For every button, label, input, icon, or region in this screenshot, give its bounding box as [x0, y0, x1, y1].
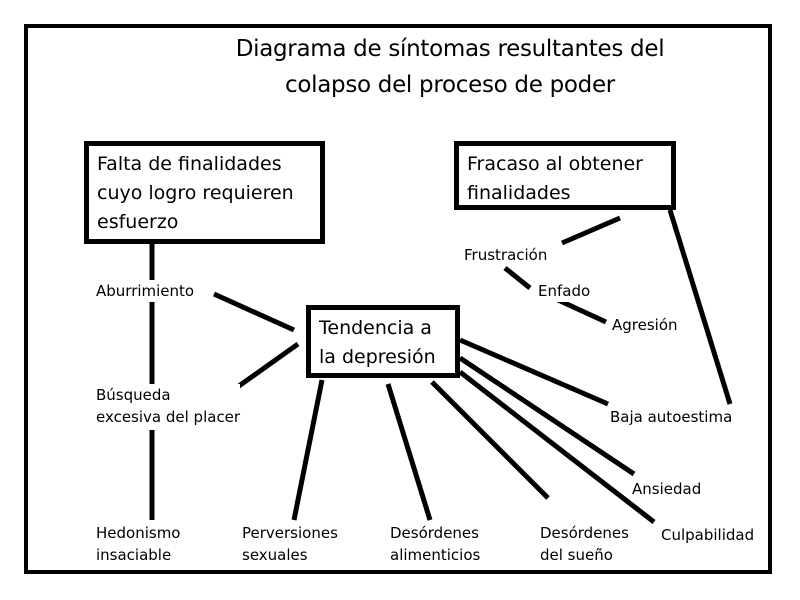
node-desordenes-del-sueno: Desórdenes del sueño	[540, 522, 629, 566]
diagram-frame	[24, 24, 772, 574]
edge-tendencia-sueno	[430, 380, 550, 500]
node-enfado: Enfado	[538, 280, 591, 302]
edge-tendencia-ansiedad	[458, 355, 636, 477]
node-tendencia-a-la-depresion: Tendencia a la depresión	[306, 305, 460, 378]
edge-fracaso-frustracion	[561, 215, 621, 246]
node-ansiedad: Ansiedad	[632, 478, 702, 500]
edge-tendencia-perversiones	[291, 379, 325, 521]
node-baja-autoestima: Baja autoestima	[610, 406, 733, 428]
diagram-title-line-2: colapso del proceso de poder	[285, 72, 615, 98]
edge-fracaso-baja	[667, 209, 733, 405]
node-aburrimiento: Aburrimiento	[96, 280, 195, 302]
edge-tendencia-alimenticios	[385, 383, 433, 521]
edge-aburrimiento-tendencia	[212, 291, 296, 333]
edge-tendencia-culpabilidad	[458, 370, 656, 524]
node-falta-de-finalidades: Falta de finalidades cuyo logro requiere…	[84, 141, 325, 244]
node-frustracion: Frustración	[464, 244, 548, 266]
node-busqueda-excesiva-del-placer: Búsqueda excesiva del placer	[96, 384, 241, 428]
node-fracaso-al-obtener: Fracaso al obtener finalidades	[454, 141, 676, 210]
node-agresion: Agresión	[612, 314, 678, 336]
edge-enfado-agresion	[556, 297, 608, 325]
node-desordenes-alimenticios: Desórdenes alimenticios	[390, 522, 481, 566]
edge-frustracion-enfado	[503, 266, 532, 290]
diagram-title-line-1: Diagrama de síntomas resultantes del	[235, 36, 665, 62]
node-culpabilidad: Culpabilidad	[661, 524, 755, 546]
edge-tendencia-baja	[459, 337, 609, 407]
node-perversiones-sexuales: Perversiones sexuales	[242, 522, 338, 566]
node-hedonismo-insaciable: Hedonismo insaciable	[96, 522, 181, 566]
